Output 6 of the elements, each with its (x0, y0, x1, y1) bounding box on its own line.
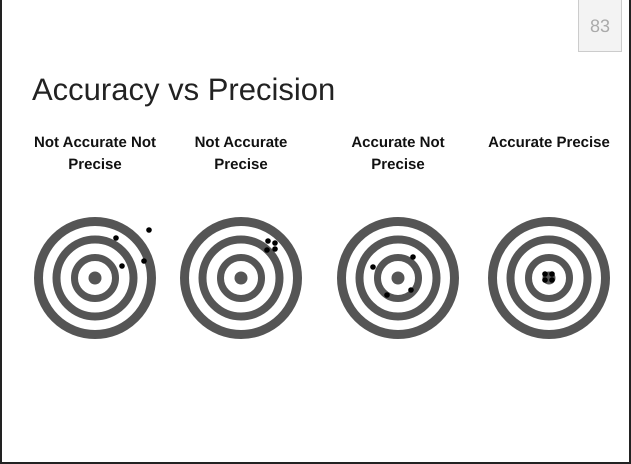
target-heading: Accurate Precise (487, 133, 611, 153)
target-heading: Not Accurate Not Precise (33, 133, 157, 175)
slide-title: Accuracy vs Precision (32, 72, 336, 108)
target-heading: Accurate Not Precise (350, 133, 446, 175)
target-heading: Not Accurate Precise (194, 133, 288, 175)
page-number: 83 (578, 0, 622, 52)
